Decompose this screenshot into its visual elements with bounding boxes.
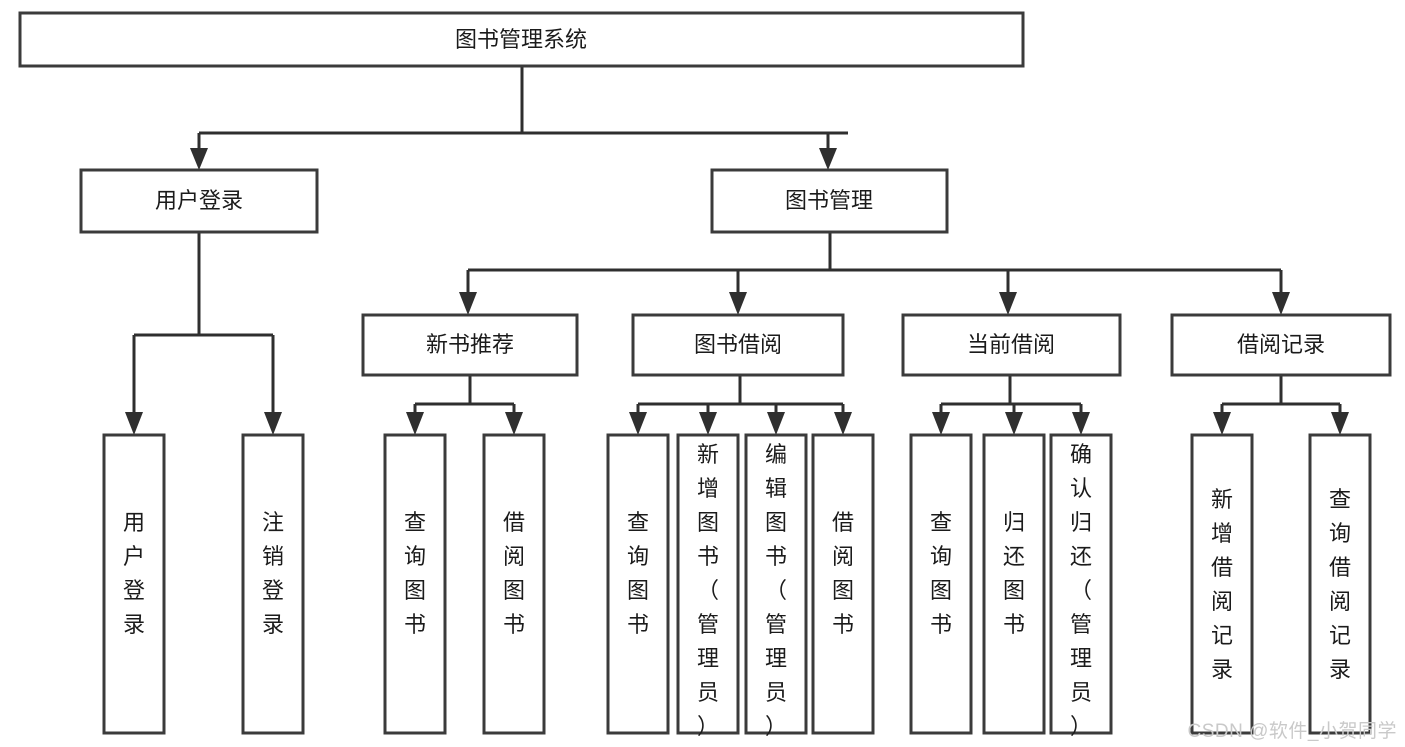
book-management-box[interactable] (710, 168, 949, 234)
arrowhead-borrow-record (1272, 292, 1290, 315)
arrowhead-leaf-borrow-book-1 (505, 412, 523, 435)
arrowhead-leaf-confirm-return (1072, 412, 1090, 435)
new-book-recommend-label: 新书推荐 (426, 332, 514, 357)
new-book-recommend-box[interactable] (361, 313, 579, 377)
arrowhead-leaf-add-record (1213, 412, 1231, 435)
leaf-query-book-borrow-label: 查询图书 (627, 510, 649, 637)
leaf-confirm-return-box[interactable] (1049, 433, 1113, 735)
root-box[interactable] (18, 11, 1025, 68)
user-login-box[interactable] (79, 168, 319, 234)
leaf-query-book-rec-box[interactable] (383, 433, 447, 735)
arrowhead-new-book-rec (459, 292, 477, 315)
current-borrow-box[interactable] (901, 313, 1122, 377)
node-book-management[interactable]: 图书管理 (710, 168, 949, 234)
node-new-book-recommend[interactable]: 新书推荐 (361, 313, 579, 377)
user-login-label: 用户登录 (155, 188, 243, 213)
leaf-query-borrow-record-label: 查询借阅记录 (1329, 487, 1351, 682)
leaf-confirm-return[interactable]: 确认归还（管理员） (1049, 433, 1113, 739)
current-borrow-label: 当前借阅 (967, 332, 1055, 357)
leaf-edit-book[interactable]: 编辑图书（管理员） (744, 433, 808, 739)
leaf-query-borrow-record-box[interactable] (1308, 433, 1372, 735)
node-book-borrow[interactable]: 图书借阅 (631, 313, 845, 377)
leaf-edit-book-box[interactable] (744, 433, 808, 735)
node-borrow-record[interactable]: 借阅记录 (1170, 313, 1392, 377)
leaf-add-book-box[interactable] (676, 433, 740, 735)
arrowhead-leaf-borrow-book-2 (834, 412, 852, 435)
leaf-user-login[interactable]: 用户登录 (102, 433, 166, 735)
arrowhead-leaf-logout (264, 412, 282, 435)
leaf-logout-box[interactable] (241, 433, 305, 735)
node-root[interactable]: 图书管理系统 (18, 11, 1025, 68)
leaf-borrow-book-rec-box[interactable] (482, 433, 546, 735)
leaf-add-book-label: 新增图书（管理员） (697, 442, 719, 739)
arrowhead-leaf-return-book (1005, 412, 1023, 435)
book-management-label: 图书管理 (785, 188, 873, 213)
root-label: 图书管理系统 (455, 27, 587, 52)
arrowhead-book-mgmt (819, 148, 837, 170)
leaf-query-book-rec[interactable]: 查询图书 (383, 433, 447, 735)
arrowhead-leaf-query-book-1 (406, 412, 424, 435)
leaf-query-book-rec-label: 查询图书 (404, 510, 426, 637)
arrowhead-leaf-query-record (1331, 412, 1349, 435)
leaf-add-borrow-record-box[interactable] (1190, 433, 1254, 735)
node-user-login[interactable]: 用户登录 (79, 168, 319, 234)
leaf-query-book-borrow-box[interactable] (606, 433, 670, 735)
leaf-query-book-current[interactable]: 查询图书 (909, 433, 973, 735)
leaf-return-book[interactable]: 归还图书 (982, 433, 1046, 735)
leaf-add-borrow-record[interactable]: 新增借阅记录 (1190, 433, 1254, 735)
arrowhead-leaf-query-book-3 (932, 412, 950, 435)
leaf-borrow-book-box[interactable] (811, 433, 875, 735)
leaf-add-book[interactable]: 新增图书（管理员） (676, 433, 740, 739)
leaf-query-book-borrow[interactable]: 查询图书 (606, 433, 670, 735)
connector-layer (125, 66, 1349, 435)
leaf-return-book-box[interactable] (982, 433, 1046, 735)
book-borrow-label: 图书借阅 (694, 332, 782, 357)
leaf-logout-label: 注销登录 (262, 510, 284, 637)
arrowhead-user-login (190, 148, 208, 170)
borrow-record-box[interactable] (1170, 313, 1392, 377)
leaf-user-login-box[interactable] (102, 433, 166, 735)
arrowhead-leaf-query-book-2 (629, 412, 647, 435)
leaf-borrow-book[interactable]: 借阅图书 (811, 433, 875, 735)
leaf-logout[interactable]: 注销登录 (241, 433, 305, 735)
leaf-query-book-current-label: 查询图书 (930, 510, 952, 637)
leaf-confirm-return-label: 确认归还（管理员） (1070, 442, 1092, 739)
arrowhead-current-borrow (999, 292, 1017, 315)
leaf-query-borrow-record[interactable]: 查询借阅记录 (1308, 433, 1372, 735)
leaf-edit-book-label: 编辑图书（管理员） (765, 442, 787, 739)
arrowhead-leaf-edit-book (767, 412, 785, 435)
node-current-borrow[interactable]: 当前借阅 (901, 313, 1122, 377)
leaf-query-book-current-box[interactable] (909, 433, 973, 735)
leaf-return-book-label: 归还图书 (1003, 510, 1025, 637)
leaf-add-borrow-record-label: 新增借阅记录 (1211, 487, 1233, 682)
arrowhead-book-borrow (729, 292, 747, 315)
arrowhead-leaf-user-login (125, 412, 143, 435)
book-borrow-box[interactable] (631, 313, 845, 377)
leaf-borrow-book-label: 借阅图书 (832, 510, 854, 637)
arrowhead-leaf-add-book (699, 412, 717, 435)
leaf-borrow-book-rec-label: 借阅图书 (503, 510, 525, 637)
leaf-borrow-book-rec[interactable]: 借阅图书 (482, 433, 546, 735)
borrow-record-label: 借阅记录 (1237, 332, 1325, 357)
leaf-user-login-label: 用户登录 (123, 510, 145, 637)
